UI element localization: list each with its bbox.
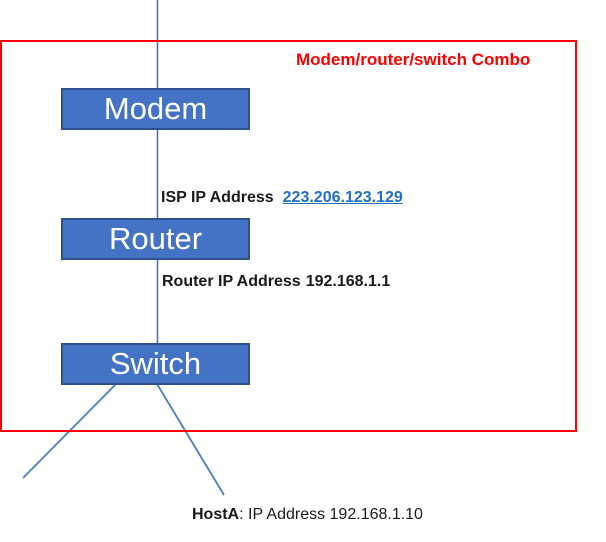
isp-ip-address-link[interactable]: 223.206.123.129: [282, 189, 403, 206]
switch-host-right-line: [156, 383, 225, 496]
router-ip-address: 192.168.1.1: [305, 273, 391, 290]
host-name: HostA: [192, 506, 240, 523]
node-router: Router: [61, 218, 250, 260]
isp-ip-label: ISP IP Address: [161, 189, 274, 206]
node-switch: Switch: [61, 343, 250, 385]
host-annotation: HostA: IP Address 192.168.1.10: [192, 506, 423, 524]
frame-title: Modem/router/switch Combo: [296, 50, 531, 69]
router-ip-label: Router IP Address: [162, 273, 301, 290]
node-modem: Modem: [61, 88, 250, 130]
isp-ip-annotation: ISP IP Address 223.206.123.129: [161, 189, 403, 207]
host-ip-detail: : IP Address 192.168.1.10: [239, 506, 423, 523]
combo-frame-rectangle: [0, 40, 577, 432]
